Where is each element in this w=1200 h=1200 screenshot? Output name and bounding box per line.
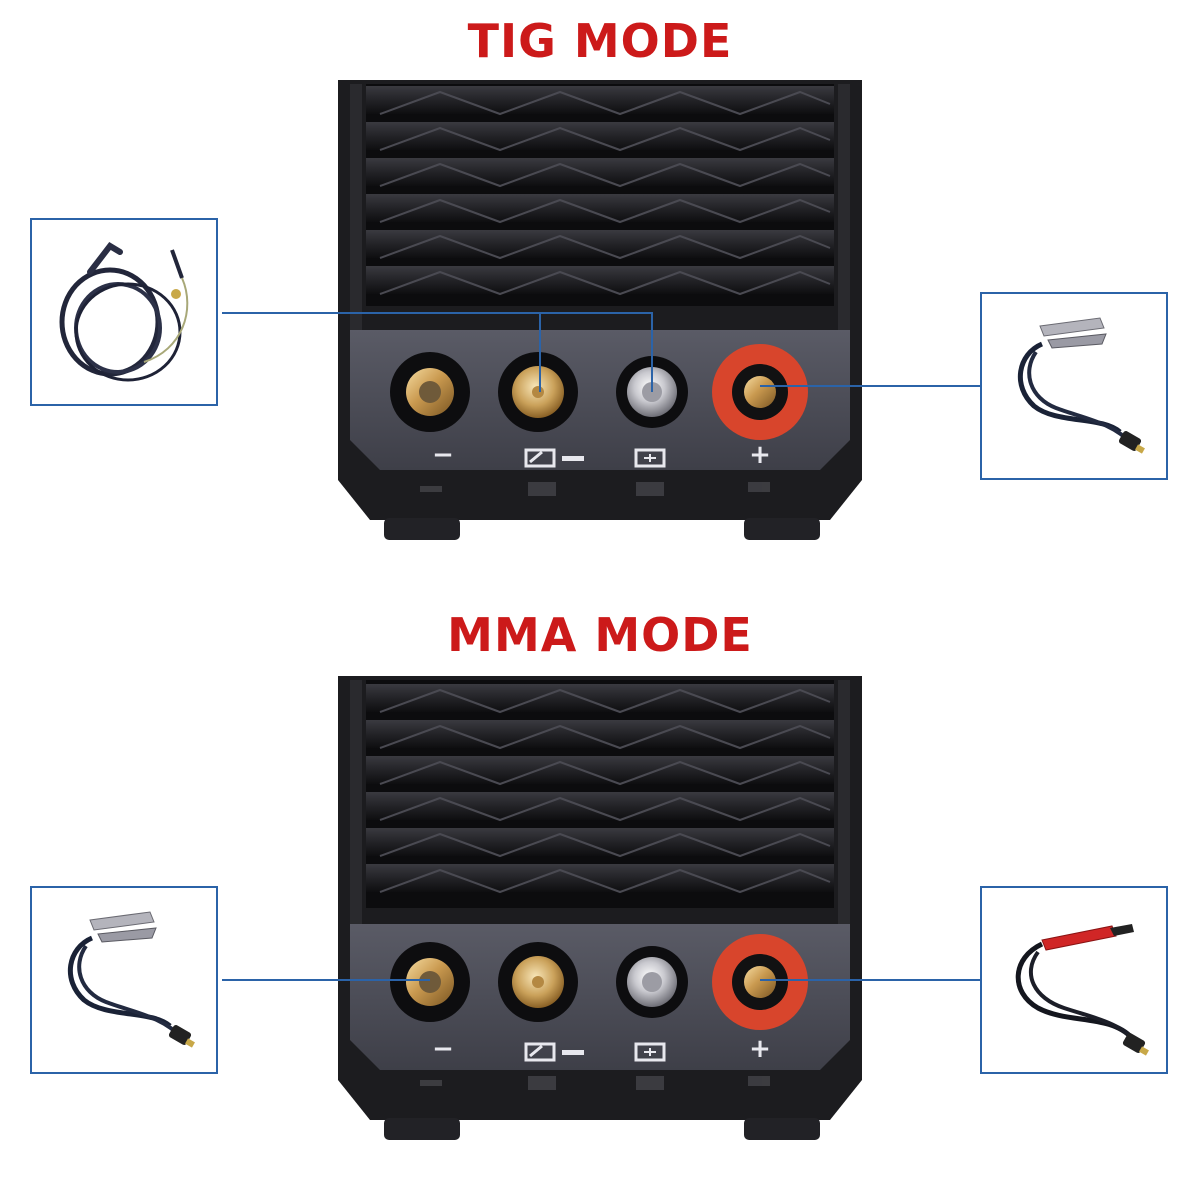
right-foot (744, 518, 820, 540)
tig-torch-box (30, 218, 218, 406)
negative-label: − (432, 440, 454, 470)
gas-symbol-icon (634, 1042, 666, 1062)
torch-symbol-icon (524, 448, 584, 468)
torch-power-terminal (498, 942, 578, 1022)
positive-terminal (712, 934, 808, 1030)
tig-mode-section: TIG MODE (30, 14, 1168, 540)
welder-machine (338, 676, 862, 1140)
tig-mode-title: TIG MODE (467, 14, 733, 68)
gas-control-terminal (616, 946, 688, 1018)
left-foot (384, 518, 460, 540)
positive-label: + (749, 1034, 771, 1064)
left-foot (384, 1118, 460, 1140)
vent-grille (366, 680, 834, 908)
vent-grille (366, 84, 834, 306)
negative-label: − (432, 1034, 454, 1064)
torch-symbol-icon (524, 1042, 584, 1062)
electrode-holder-box (980, 886, 1168, 1074)
positive-terminal (712, 344, 808, 440)
gas-control-terminal (616, 356, 688, 428)
right-foot (744, 1118, 820, 1140)
ground-clamp-cable-icon (67, 911, 195, 1048)
mma-mode-title: MMA MODE (447, 608, 753, 662)
gas-symbol-icon (634, 448, 666, 468)
torch-power-terminal (498, 352, 578, 432)
negative-terminal (390, 352, 470, 432)
positive-label: + (749, 440, 771, 470)
ground-clamp-cable-icon (1017, 317, 1145, 454)
mma-mode-section: MMA MODE (0, 600, 1200, 1200)
ground-clamp-box (30, 886, 218, 1074)
tig-torch-cable-icon (59, 242, 189, 382)
welder-machine (338, 80, 862, 540)
negative-terminal (390, 942, 470, 1022)
ground-clamp-box (980, 292, 1168, 480)
electrode-holder-cable-icon (1015, 924, 1149, 1056)
